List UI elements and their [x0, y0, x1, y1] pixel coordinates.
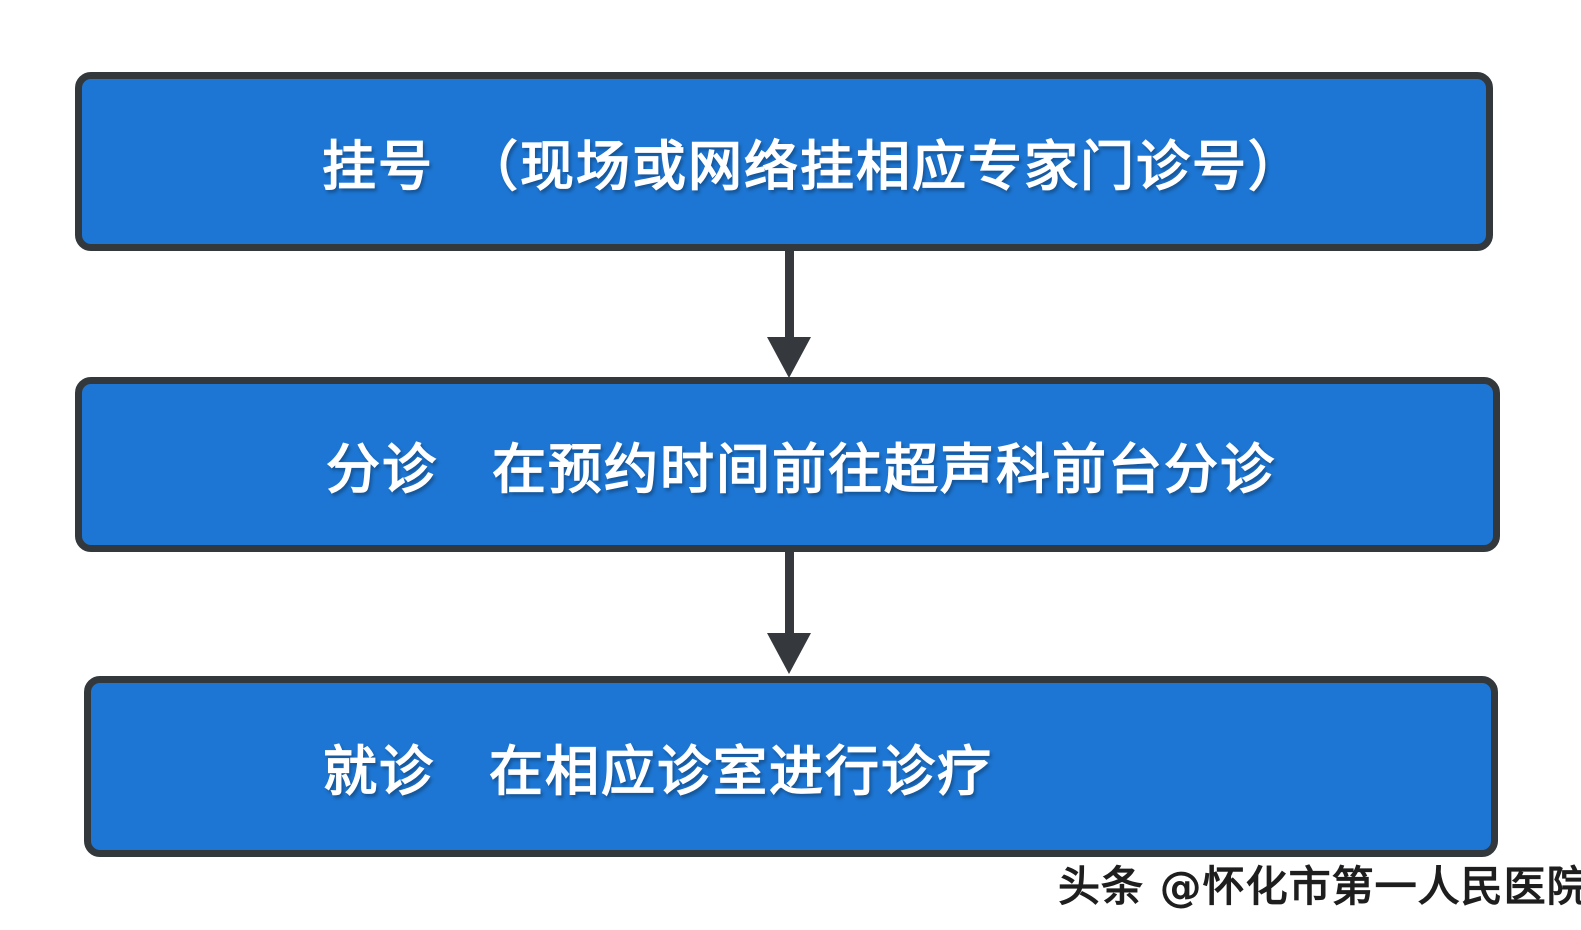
- down-arrow-2-head-icon: [767, 633, 811, 674]
- down-arrow-1-shaft: [785, 251, 794, 343]
- step-desc-triage: 在预约时间前往超声科前台分诊: [492, 438, 1276, 501]
- step-desc-registration: （现场或网络挂相应专家门诊号）: [464, 135, 1304, 198]
- down-arrow-2-shaft: [785, 552, 794, 636]
- step-box-triage: 分诊 在预约时间前往超声科前台分诊: [75, 377, 1500, 552]
- step-box-consultation: 就诊 在相应诊室进行诊疗: [84, 676, 1498, 857]
- step-desc-consultation: 在相应诊室进行诊疗: [489, 740, 993, 803]
- step-title-triage: 分诊: [326, 438, 438, 501]
- watermark: 头条 @怀化市第一人民医院: [1058, 862, 1581, 911]
- step-title-registration: 挂号: [322, 135, 434, 198]
- step-box-registration: 挂号 （现场或网络挂相应专家门诊号）: [75, 72, 1493, 251]
- step-title-consultation: 就诊: [323, 740, 435, 803]
- down-arrow-1-head-icon: [767, 337, 811, 378]
